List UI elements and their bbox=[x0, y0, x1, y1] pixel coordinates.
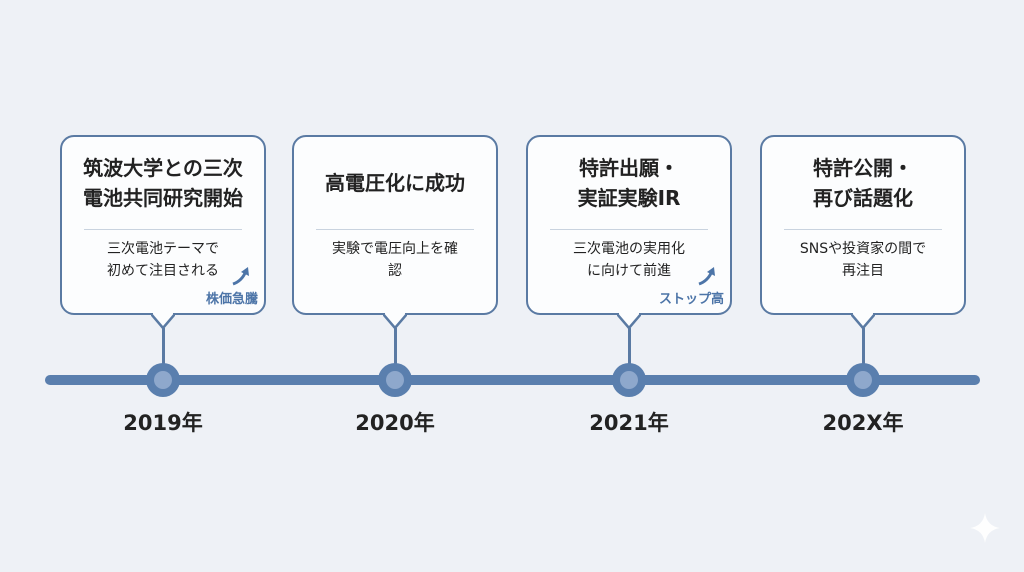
callout-tail bbox=[851, 313, 875, 329]
timeline-node bbox=[146, 363, 180, 397]
event-title: 高電圧化に成功 bbox=[325, 171, 465, 195]
timeline-node bbox=[846, 363, 880, 397]
divider bbox=[784, 229, 942, 230]
event-tag: 株価急騰 bbox=[205, 292, 258, 307]
event-description: 実験で電圧向上を確 認 bbox=[332, 241, 458, 279]
event-title: 特許公開・ 再び話題化 bbox=[813, 156, 913, 210]
timeline-node bbox=[612, 363, 646, 397]
divider bbox=[316, 229, 474, 230]
event-card: 筑波大学との三次 電池共同研究開始 三次電池テーマで 初めて注目される 株価急騰 bbox=[60, 135, 266, 315]
sparkle-icon bbox=[970, 513, 1000, 543]
timeline-node bbox=[378, 363, 412, 397]
event-description: SNSや投資家の間で 再注目 bbox=[799, 241, 927, 279]
event-title: 特許出願・ 実証実験IR bbox=[577, 156, 681, 210]
callout-tail bbox=[617, 313, 641, 329]
event-card: 高電圧化に成功 実験で電圧向上を確 認 bbox=[292, 135, 498, 315]
event-title: 筑波大学との三次 電池共同研究開始 bbox=[83, 156, 243, 210]
connector-stem bbox=[628, 328, 631, 372]
divider bbox=[550, 229, 708, 230]
event-tag: ストップ高 bbox=[658, 292, 724, 307]
connector-stem bbox=[162, 328, 165, 372]
callout-tail bbox=[383, 313, 407, 329]
event-card: 特許出願・ 実証実験IR 三次電池の実用化 に向けて前進 ストップ高 bbox=[526, 135, 732, 315]
year-label: 2021年 bbox=[589, 411, 669, 435]
divider bbox=[84, 229, 242, 230]
trend-up-arrow-icon bbox=[232, 267, 249, 286]
year-label: 2019年 bbox=[123, 411, 203, 435]
event-description: 三次電池の実用化 に向けて前進 bbox=[573, 241, 685, 279]
callout-tail bbox=[151, 313, 175, 329]
event-card: 特許公開・ 再び話題化 SNSや投資家の間で 再注目 bbox=[760, 135, 966, 315]
connector-stem bbox=[394, 328, 397, 372]
connector-stem bbox=[862, 328, 865, 372]
timeline-axis bbox=[45, 375, 980, 385]
event-description: 三次電池テーマで 初めて注目される bbox=[107, 241, 219, 279]
year-label: 202X年 bbox=[822, 411, 904, 435]
trend-up-arrow-icon bbox=[698, 267, 715, 286]
year-label: 2020年 bbox=[355, 411, 435, 435]
